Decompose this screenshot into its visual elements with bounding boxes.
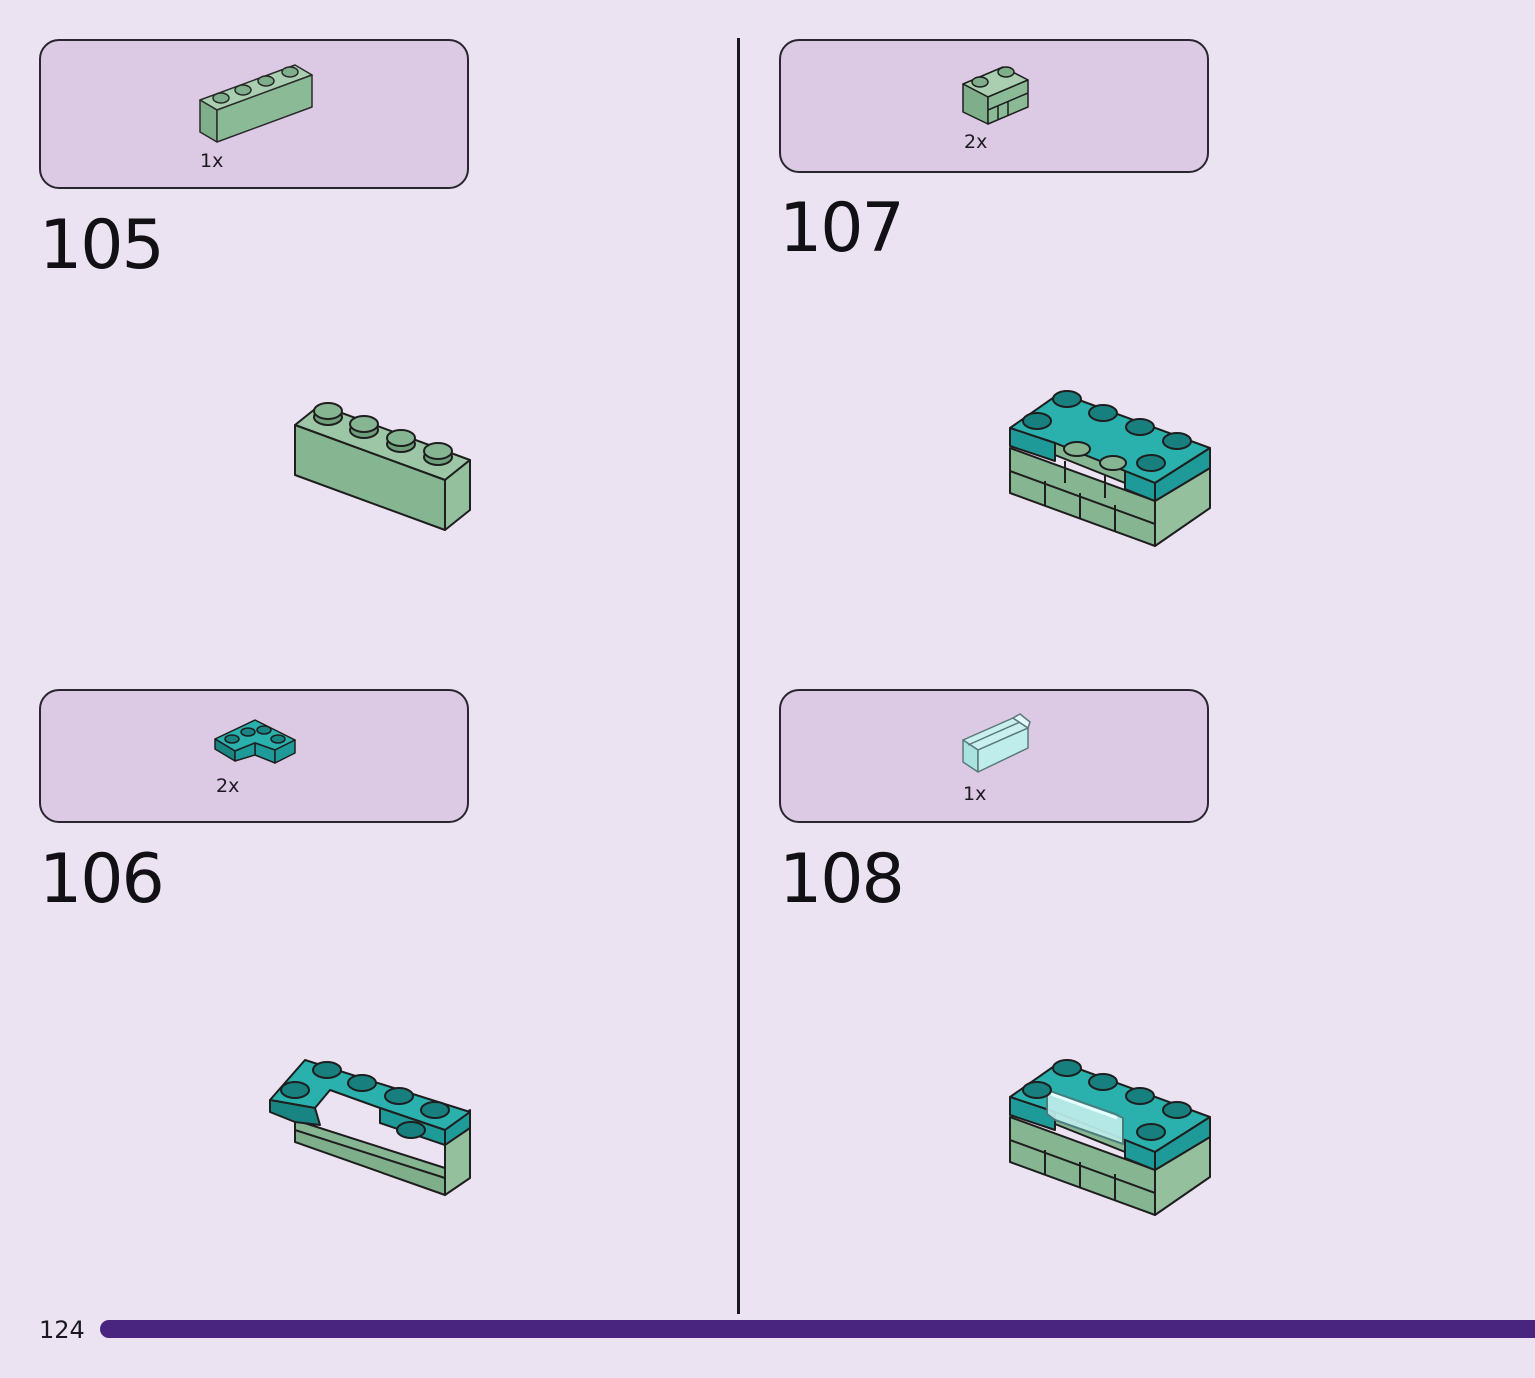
part-icon-plate-corner xyxy=(214,719,296,764)
part-icon-brick-1x4 xyxy=(199,64,313,143)
part-quantity-105: 1x xyxy=(200,150,224,172)
part-quantity-107: 2x xyxy=(964,131,988,153)
step-number-105: 105 xyxy=(39,206,165,285)
build-model-106 xyxy=(269,1059,471,1196)
page-number: 124 xyxy=(39,1316,85,1344)
step-number-108: 108 xyxy=(779,840,905,919)
step-number-107: 107 xyxy=(779,189,905,268)
build-model-105 xyxy=(294,402,471,531)
part-icon-masonry-brick xyxy=(962,66,1029,125)
page-divider xyxy=(737,38,740,1314)
part-quantity-108: 1x xyxy=(963,783,987,805)
part-quantity-106: 2x xyxy=(216,775,240,797)
step-number-106: 106 xyxy=(39,840,165,919)
progress-bar xyxy=(100,1320,1535,1338)
build-model-108 xyxy=(1009,1059,1211,1216)
build-model-107 xyxy=(1009,390,1211,547)
part-icon-panel xyxy=(962,713,1031,773)
parts-box-108 xyxy=(779,689,1209,823)
